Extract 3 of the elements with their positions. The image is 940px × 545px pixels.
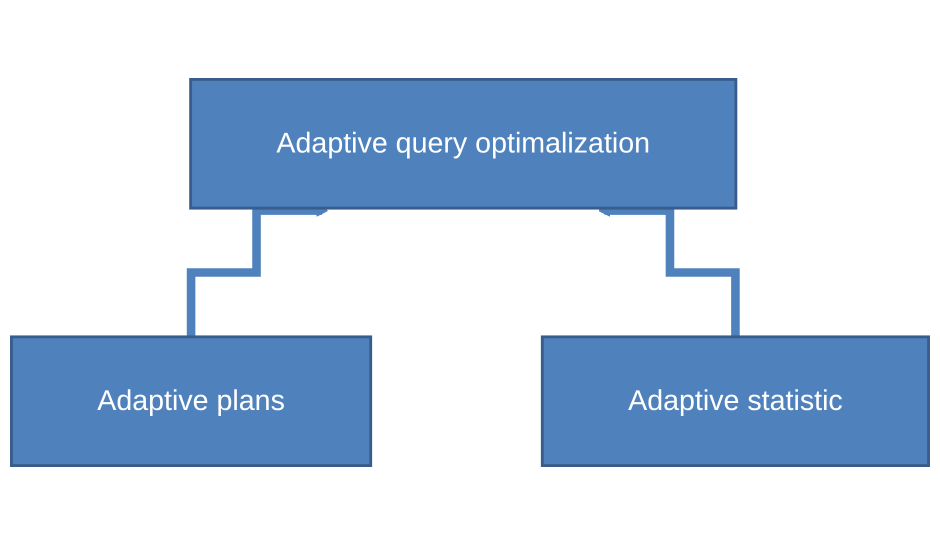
node-box: Adaptive query optimalization <box>189 78 738 210</box>
node-box: Adaptive plans <box>10 335 372 467</box>
node-box: Adaptive statistic <box>540 335 930 467</box>
